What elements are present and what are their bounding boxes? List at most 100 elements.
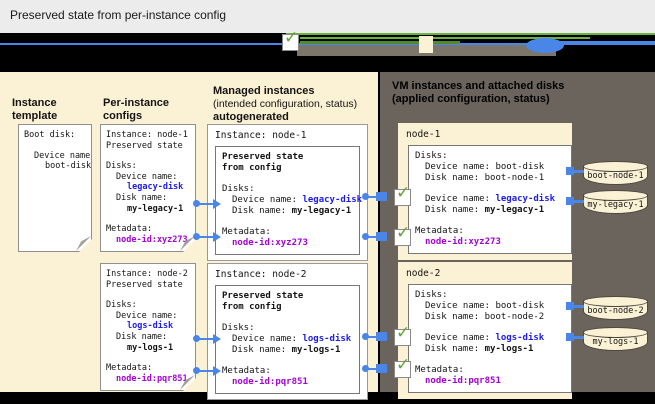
metadata-value: node-id:xyz273	[425, 237, 501, 247]
disk-label: boot-node-2	[587, 306, 644, 316]
boot-disk-label: Disk name:	[425, 312, 485, 322]
metadata-value: node-id:pqr851	[232, 377, 308, 387]
managed-header-line1: Managed instances	[213, 85, 315, 97]
device-name-value: logs-disk	[495, 333, 545, 343]
boot-device-row: Device name: boot-disk	[415, 301, 565, 312]
spacer	[222, 356, 353, 366]
device-name-value: legacy-disk	[495, 194, 556, 204]
device-name-label: Device name:	[232, 195, 303, 205]
connector-square	[376, 332, 387, 341]
spacer	[415, 323, 565, 333]
legend-blue-arrow-icon	[526, 38, 564, 53]
folded-corner-icon	[76, 236, 91, 251]
template-device-name-value: boot-disk	[45, 161, 92, 172]
boot-disk-row: Disk name: boot-node-2	[415, 312, 565, 323]
managed-header-line2: (intended configuration, status)	[213, 98, 358, 110]
vm-config-box: Disks: Device name: boot-disk Disk name:…	[408, 284, 572, 393]
device-name-value: logs-disk	[127, 321, 174, 332]
template-device-name-label: Device name:	[34, 150, 96, 161]
connector-dot	[362, 193, 369, 200]
connector-square	[376, 364, 387, 373]
disk-connector-line	[574, 170, 584, 173]
vm-instance-node-1: node-1 Disks: Device name: boot-disk Dis…	[398, 123, 572, 260]
disk-connector-line	[574, 305, 584, 308]
managed-header-line3: autogenerated	[213, 111, 289, 123]
disk-name-value: my-legacy-1	[127, 203, 184, 214]
disks-label: Disks:	[106, 300, 137, 311]
device-name-label: Device name:	[116, 171, 178, 182]
spacer	[415, 355, 565, 365]
connector-line	[196, 236, 214, 238]
spacer	[106, 214, 190, 224]
disk-connector-square	[566, 197, 574, 205]
device-name-value: legacy-disk	[302, 195, 363, 205]
config-panel: Instance template Per-instance configs M…	[0, 72, 378, 400]
disk-label: my-logs-1	[592, 337, 639, 347]
connector-dot	[362, 333, 369, 340]
connector-dot	[362, 365, 369, 372]
disk-name-value: my-legacy-1	[484, 205, 545, 215]
disk-name-label: Disk name:	[425, 205, 485, 215]
connector-line	[366, 368, 378, 370]
vm-name: node-2	[406, 268, 441, 279]
cylinder-top	[583, 161, 648, 172]
legend-green-arrow	[286, 33, 655, 35]
spacer	[222, 174, 353, 184]
boot-disk-row: Disk name: boot-node-1	[415, 173, 565, 184]
preserved-state-line: Preserved state	[106, 140, 183, 151]
device-name-row: Device name: legacy-disk	[415, 194, 565, 205]
boot-device-label: Device name:	[425, 162, 496, 172]
connector-line	[366, 196, 378, 198]
instance-line: Instance: node-1	[215, 130, 307, 141]
preserved-line1: Preserved state	[222, 291, 304, 301]
per-instance-config-node-1: Instance: node-1 Preserved state Disks: …	[100, 124, 196, 252]
connector-arrow-icon	[213, 199, 221, 209]
column-header-per-instance-configs: Per-instance configs	[103, 97, 170, 122]
cylinder-top	[583, 296, 648, 307]
metadata-label: Metadata:	[222, 227, 271, 237]
disks-label: Disks:	[415, 151, 448, 161]
applied-checkmark-icon	[394, 223, 411, 246]
disk-connector-line	[574, 336, 584, 339]
boot-device-label: Device name:	[425, 301, 496, 311]
column-header-vm-instances: VM instances and attached disks (applied…	[392, 80, 564, 106]
disk-connector-square	[566, 333, 574, 341]
metadata-value: node-id:pqr851	[116, 373, 188, 384]
device-name-label: Device name:	[425, 194, 496, 204]
disk-connector-line	[574, 200, 584, 203]
connector-arrow-icon	[213, 232, 221, 242]
connector-line	[196, 338, 214, 340]
legend-green-arrow-2	[300, 37, 590, 39]
disk-cylinder-boot-node-2: boot-node-2	[583, 296, 648, 321]
managed-instance-node-1: Instance: node-1 Preserved state from co…	[207, 124, 368, 261]
disk-cylinder-my-logs-1: my-logs-1	[583, 327, 648, 352]
connector-square	[376, 232, 387, 241]
device-name-label: Device name:	[232, 334, 303, 344]
instance-template-doc: Boot disk: Device name: boot-disk	[18, 124, 92, 252]
spacer	[415, 216, 565, 226]
preserved-state-box: Preserved state from config Disks: Devic…	[215, 146, 363, 255]
applied-checkmark-icon	[394, 355, 411, 378]
boot-device-row: Device name: boot-disk	[415, 162, 565, 173]
disk-name-value: my-logs-1	[127, 342, 174, 353]
device-name-label: Device name:	[425, 333, 496, 343]
legend-blue-line	[558, 41, 655, 43]
device-name-row: Device name: logs-disk	[222, 334, 353, 345]
vm-header-line2: (applied configuration, status)	[392, 93, 550, 105]
disk-name-label: Disk name:	[425, 344, 485, 354]
connector-arrow-icon	[213, 334, 221, 344]
vm-header-line1: VM instances and attached disks	[392, 80, 565, 92]
preserved-line1: Preserved state	[222, 152, 304, 162]
disk-label: boot-node-1	[587, 171, 644, 181]
disks-label: Disks:	[106, 161, 137, 172]
cylinder-top	[583, 190, 648, 201]
connector-line	[366, 236, 378, 238]
disk-name-row: Disk name: my-legacy-1	[222, 206, 353, 217]
disk-name-value: my-logs-1	[291, 345, 341, 355]
disk-name-value: my-logs-1	[484, 344, 534, 354]
disk-name-value: my-legacy-1	[291, 206, 352, 216]
device-name-label: Device name:	[116, 310, 178, 321]
instance-line: Instance: node-2	[106, 269, 188, 279]
spacer	[106, 151, 190, 161]
